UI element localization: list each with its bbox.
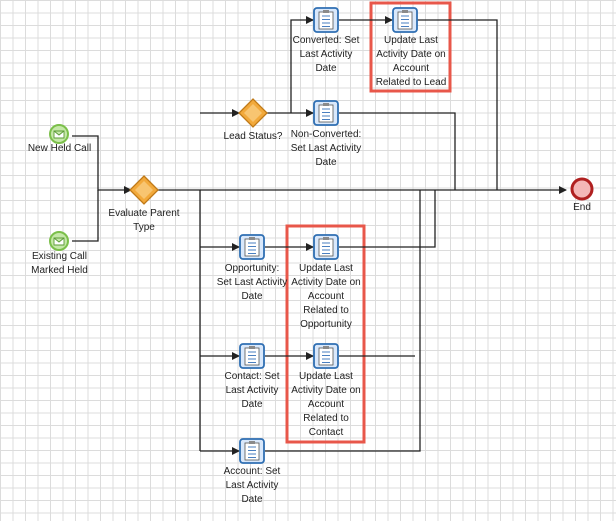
end-event: [570, 177, 594, 201]
gateway-evaluate-parent: [129, 175, 159, 205]
label-opportunity: Opportunity: Set Last Activity Date: [216, 263, 288, 302]
envelope-icon: [53, 237, 65, 246]
label-evaluate-parent: Evaluate Parent Type: [108, 208, 180, 233]
flow-nonconverted-to-merge: [339, 112, 456, 190]
label-update-opportunity: Update Last Activity Date on Account Rel…: [291, 263, 361, 330]
label-converted: Converted: Set Last Activity Date: [292, 35, 360, 74]
label-account: Account: Set Last Activity Date: [223, 466, 281, 505]
flow-update-lead-to-end-merge: [417, 19, 498, 190]
task-icons: [239, 7, 418, 464]
flow-account-out: [265, 190, 421, 452]
highlight-box-lead: [369, 1, 452, 93]
flow-lead-to-converted: [290, 16, 314, 113]
connectors: [72, 16, 567, 455]
task-icon-update-lead: [392, 7, 418, 33]
task-icon-converted: [313, 7, 339, 33]
envelope-icon: [53, 130, 65, 139]
flow-start1-to-evaluate: [72, 135, 132, 194]
task-icon-opportunity: [239, 234, 265, 260]
label-update-lead: Update Last Activity Date on Account Rel…: [375, 35, 447, 88]
task-icon-account: [239, 438, 265, 464]
highlight-box-opportunity-contact: [285, 224, 366, 444]
flow-update-opportunity-out: [339, 190, 436, 248]
label-end: End: [573, 202, 591, 213]
label-update-contact: Update Last Activity Date on Account Rel…: [291, 371, 361, 438]
label-existing-call: Existing Call Marked Held: [31, 251, 88, 276]
flow-start2-to-evaluate: [72, 190, 99, 242]
start-event-existing-call: [49, 231, 69, 251]
label-lead-status: Lead Status?: [223, 131, 283, 142]
task-icon-contact: [239, 343, 265, 369]
task-icon-update-opportunity: [313, 234, 339, 260]
label-non-converted: Non-Converted: Set Last Activity Date: [290, 129, 362, 168]
start-event-new-held-call: [49, 124, 69, 144]
gateway-lead-status: [238, 98, 268, 128]
label-new-held-call: New Held Call: [27, 143, 92, 154]
task-icon-update-contact: [313, 343, 339, 369]
label-contact: Contact: Set Last Activity Date: [224, 371, 280, 410]
task-icon-non-converted: [313, 100, 339, 126]
